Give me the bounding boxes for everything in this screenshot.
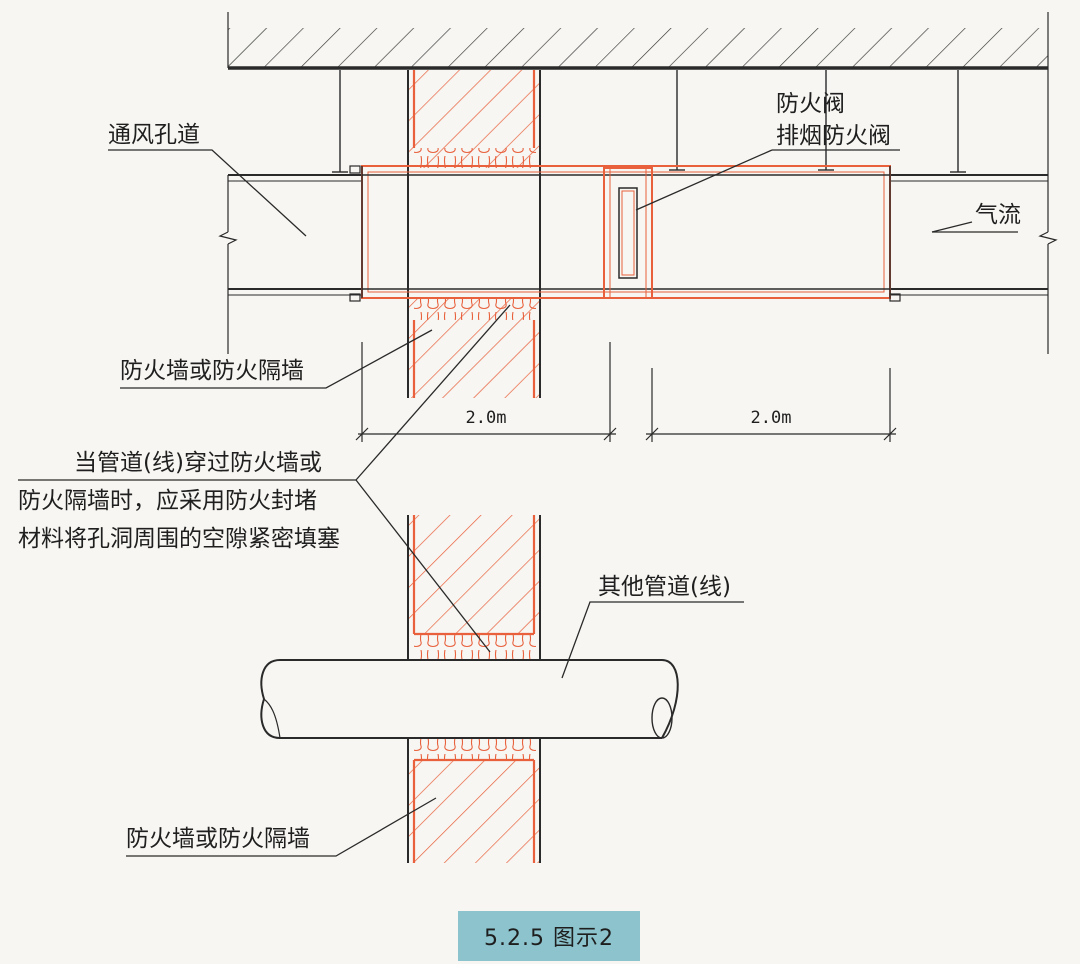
label-fire-damper: 防火阀 [776,91,845,117]
fire-seal-filler [414,738,536,760]
label-firewall-top: 防火墙或防火隔墙 [120,358,304,384]
label-smoke-exhaust-damper: 排烟防火阀 [776,123,891,149]
leader-lines [18,149,1018,857]
dimension-label-left: 2.0m [466,408,507,428]
fire-damper [603,167,653,299]
note-line-3: 材料将孔洞周围的空隙紧密填塞 [18,526,340,552]
air-duct-right [890,68,1058,354]
note-line-2: 防火隔墙时，应采用防火封堵 [18,488,317,514]
insulated-duct-section [349,165,901,302]
air-duct-left [218,174,362,354]
dimension-label-right: 2.0m [751,408,792,428]
label-other-pipe: 其他管道(线) [598,574,731,600]
dimension-lines [355,342,897,442]
label-firewall-bottom: 防火墙或防火隔墙 [126,826,310,852]
fire-seal-filler [414,298,536,320]
label-airflow: 气流 [975,202,1021,228]
note-line-1: 当管道(线)穿过防火墙或 [74,450,322,476]
duct-hangers [332,70,966,173]
firewall-bottom [407,515,541,863]
firewall-top [407,70,541,398]
ceiling-slab [227,12,1049,70]
fire-seal-filler [414,148,536,168]
other-pipe [260,659,679,739]
label-duct-opening: 通风孔道 [108,122,200,148]
fire-seal-filler [414,634,536,659]
figure-caption: 5.2.5 图示2 [458,911,640,961]
